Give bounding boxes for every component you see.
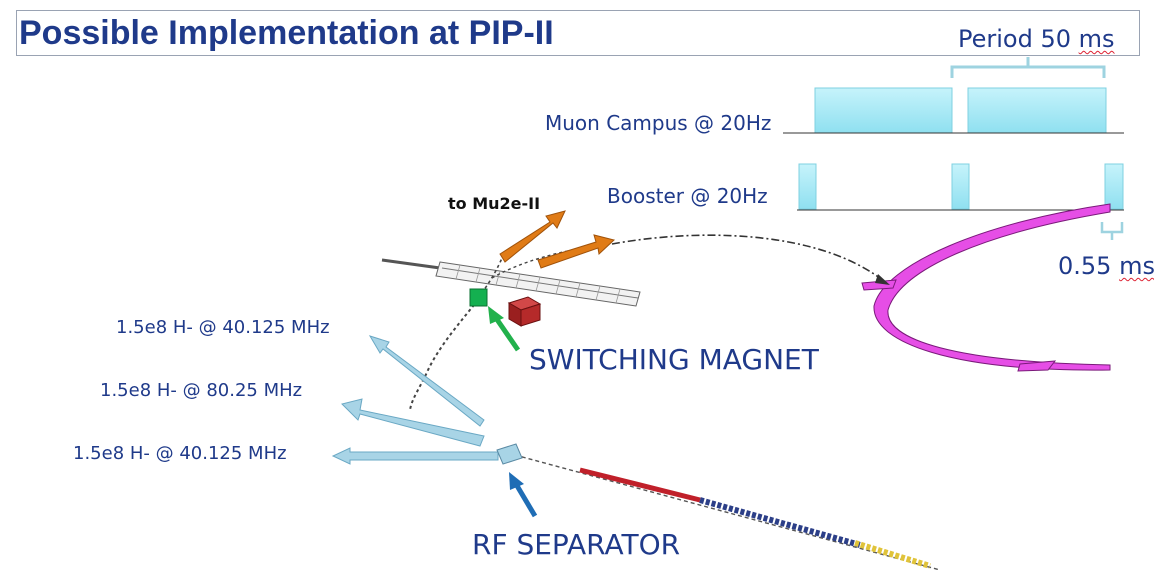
- title-frame: [16, 10, 1140, 56]
- muon-pulse-1: [814, 87, 953, 134]
- green-arrow: [488, 306, 521, 352]
- beam-arrow-middle: [341, 398, 485, 447]
- transfer-line: [611, 234, 886, 283]
- beam-path-upper: [477, 257, 503, 299]
- beam-path-to-booster: [491, 243, 611, 279]
- switching-magnet-block: [469, 288, 488, 307]
- linac-beamline: [514, 454, 941, 570]
- beam-path-lower: [409, 299, 479, 411]
- orange-arrow-mu2e: [499, 210, 566, 263]
- period-bracket: [950, 57, 1106, 78]
- switching-magnet-label: SWITCHING MAGNET: [529, 343, 819, 376]
- to-mu2e-label: to Mu2e-II: [448, 194, 541, 213]
- rf-separator-element: [496, 443, 523, 465]
- pulse-width-label: 0.55 ms: [1058, 252, 1154, 280]
- beam-arrow-top: [368, 335, 485, 427]
- pulse-width-unit: ms: [1119, 252, 1154, 280]
- beam-label-middle: 1.5e8 H- @ 80.25 MHz: [100, 380, 303, 401]
- muon-pulse-2: [967, 87, 1107, 134]
- transfer-line-arrowhead: [875, 274, 890, 285]
- red-cube: [507, 296, 542, 327]
- booster-pulse-3: [1104, 163, 1124, 210]
- booster-pulse-2: [951, 163, 970, 210]
- beam-label-bottom: 1.5e8 H- @ 40.125 MHz: [73, 443, 287, 464]
- period-value: Period 50: [958, 25, 1079, 53]
- booster-pulse-1: [798, 163, 817, 210]
- beam-arrow-bottom: [331, 447, 499, 465]
- pulse-width-bracket: [1100, 222, 1124, 240]
- pulse-width-value: 0.55: [1058, 252, 1120, 280]
- mu2e-beamline: [381, 258, 641, 307]
- beam-label-top: 1.5e8 H- @ 40.125 MHz: [116, 317, 330, 338]
- page-title: Possible Implementation at PIP-II: [19, 14, 554, 52]
- blue-arrow: [509, 472, 538, 518]
- period-label: Period 50 ms: [958, 25, 1115, 53]
- period-unit: ms: [1078, 25, 1115, 53]
- booster-ring: [861, 203, 1111, 372]
- muon-campus-label: Muon Campus @ 20Hz: [545, 111, 772, 135]
- booster-label: Booster @ 20Hz: [607, 184, 768, 208]
- rf-separator-label: RF SEPARATOR: [472, 528, 681, 561]
- orange-arrow-booster: [537, 234, 616, 269]
- timing-diagram: [783, 57, 1124, 240]
